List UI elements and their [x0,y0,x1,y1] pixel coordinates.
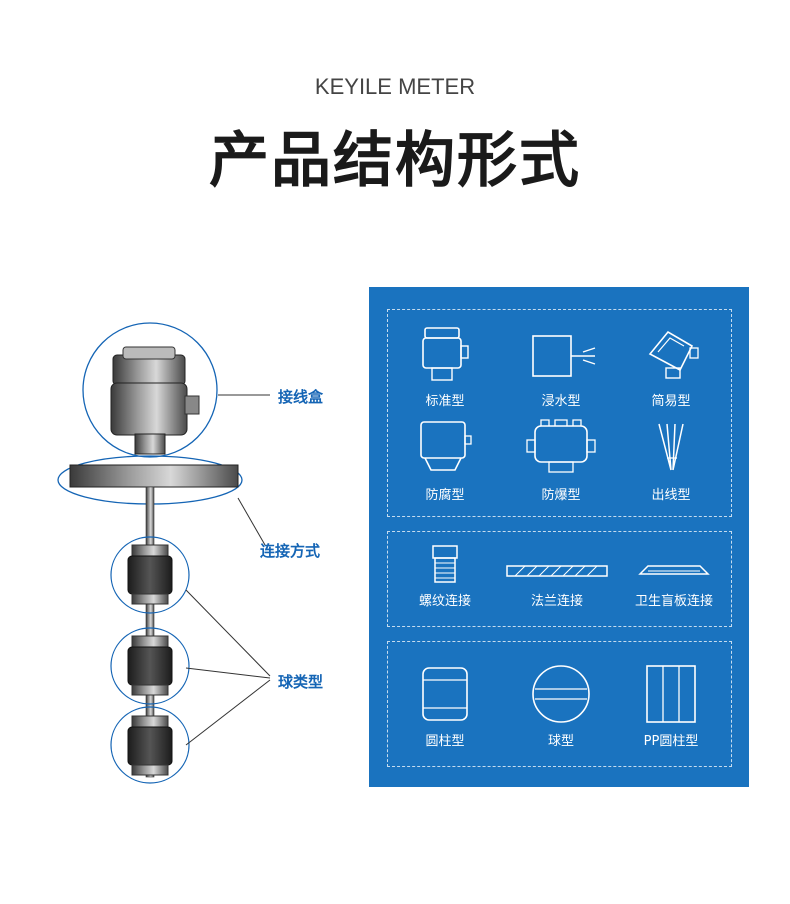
product-diagram [57,322,271,784]
page-title: 产品结构形式 [209,126,581,196]
submersible-housing-icon [532,335,596,377]
float-leader-3 [185,679,271,746]
housing-label-submersible: 浸水型 [541,394,581,409]
float-option-cylinder: 圆柱型 [390,662,500,749]
float-label-ball: 球型 [547,734,574,749]
sanitary-blind-plate-icon [638,565,710,575]
lead-wire-icon [658,423,684,471]
stem [145,486,155,778]
connection-types-group: 螺纹连接 法兰连接 卫生盲板连接 [387,531,732,627]
anticorrosive-housing-icon [420,421,472,471]
connection-label-flange: 法兰连接 [530,594,583,609]
float-option-ball: 球型 [506,662,616,749]
flange [69,464,239,488]
float-type-label: 球类型 [278,673,324,691]
connection-option-thread: 螺纹连接 [390,544,500,609]
housing-label-simple: 简易型 [651,394,691,409]
housing-label-explosion-proof: 防爆型 [541,488,581,503]
float-1 [127,544,173,605]
ball-float-icon [532,665,590,723]
connection-label-thread: 螺纹连接 [418,594,471,609]
brand-name: KEYILE METER [314,74,476,99]
junction-box-label: 接线盒 [278,388,324,406]
float-3 [127,715,173,776]
float-leader-1 [185,589,271,677]
float-label-cylinder: 圆柱型 [425,734,465,749]
options-panel: 标准型 浸水型 简易型 防腐型 [369,287,749,787]
housing-option-anticorrosive: 防腐型 [390,418,500,503]
float-2 [127,635,173,696]
connection-label: 连接方式 [260,542,321,560]
flange-connection-icon [506,565,608,577]
housing-option-lead-wire: 出线型 [616,418,726,503]
housing-option-standard: 标准型 [390,324,500,409]
housing-label-standard: 标准型 [425,394,465,409]
housing-option-simple: 简易型 [616,324,726,409]
float-option-pp-cylinder: PP圆柱型 [616,662,726,749]
explosion-proof-housing-icon [526,419,596,473]
junction-box-housing [110,346,200,455]
connection-label-sanitary: 卫生盲板连接 [634,594,713,609]
housing-option-submersible: 浸水型 [506,324,616,409]
cylinder-float-icon [422,667,468,721]
housing-types-group: 标准型 浸水型 简易型 防腐型 [387,309,732,517]
housing-label-lead-wire: 出线型 [651,488,691,503]
junction-box-circle [82,322,218,458]
float-types-group: 圆柱型 球型 PP圆柱型 [387,641,732,767]
housing-label-anticorrosive: 防腐型 [425,488,465,503]
simple-housing-icon [648,330,699,379]
float-leader-2 [185,667,271,679]
standard-housing-icon [422,327,469,381]
housing-option-explosion-proof: 防爆型 [506,418,616,503]
thread-connection-icon [432,545,458,583]
connection-leader [237,497,266,546]
connection-option-flange: 法兰连接 [502,544,612,609]
connection-option-sanitary: 卫生盲板连接 [619,544,729,609]
float-label-pp-cylinder: PP圆柱型 [643,734,699,749]
pp-cylinder-float-icon [646,665,696,723]
